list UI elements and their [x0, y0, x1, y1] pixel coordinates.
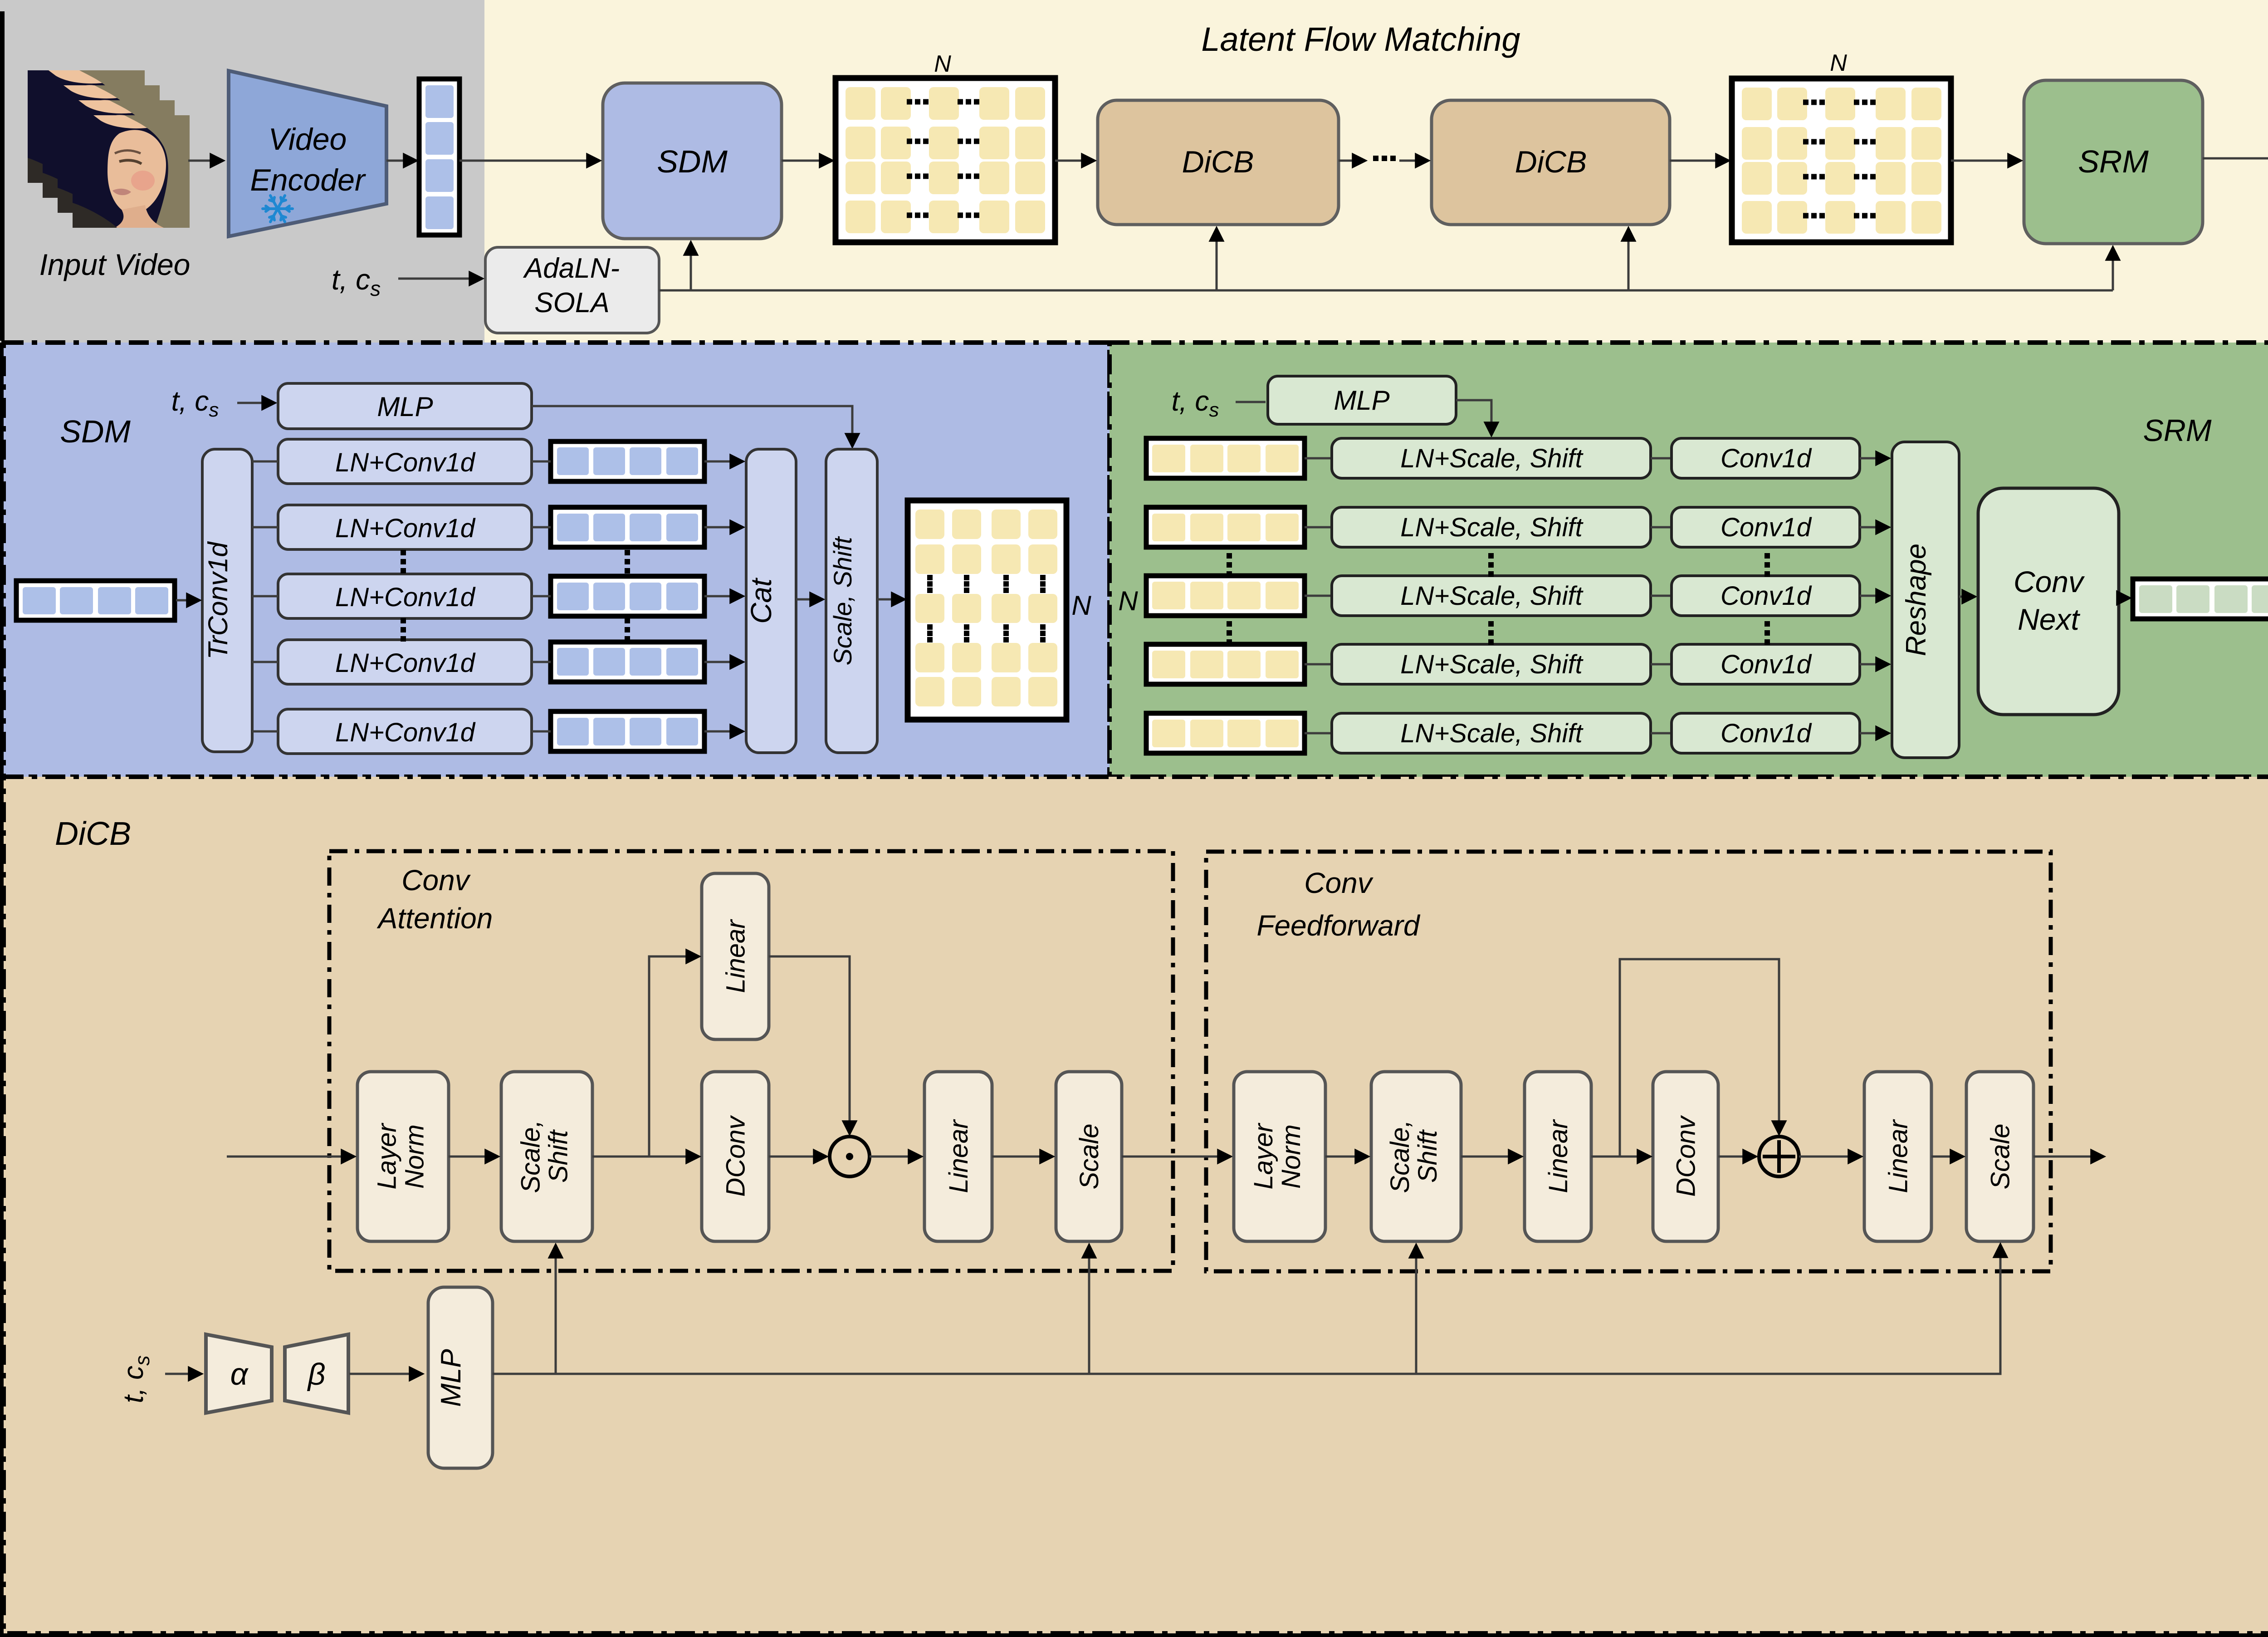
svg-text:SRM: SRM [2078, 144, 2149, 179]
svg-text:LN+Scale, Shift: LN+Scale, Shift [1400, 719, 1584, 748]
svg-text:Conv1d: Conv1d [1721, 513, 1812, 542]
svg-text:Scale: Scale [1075, 1123, 1104, 1189]
svg-text:Shift: Shift [1413, 1129, 1442, 1183]
svg-text:LN+Conv1d: LN+Conv1d [335, 514, 476, 543]
svg-text:DConv: DConv [1671, 1115, 1701, 1196]
svg-text:LN+Conv1d: LN+Conv1d [335, 583, 476, 612]
svg-text:Conv1d: Conv1d [1721, 444, 1812, 473]
svg-text:TrConv1d: TrConv1d [203, 541, 233, 660]
svg-text:Cat: Cat [745, 578, 777, 624]
svg-text:Attention: Attention [376, 902, 493, 935]
svg-text:SRM: SRM [2143, 413, 2211, 448]
svg-text:Next: Next [2018, 603, 2080, 636]
svg-text:α: α [230, 1357, 249, 1392]
svg-text:Linear: Linear [1883, 1119, 1913, 1193]
svg-text:Scale, Shift: Scale, Shift [828, 536, 857, 666]
svg-text:Conv: Conv [401, 864, 471, 897]
svg-text:DiCB: DiCB [55, 816, 131, 852]
svg-text:Reshape: Reshape [1901, 544, 1932, 656]
svg-text:LN+Scale, Shift: LN+Scale, Shift [1400, 650, 1584, 679]
svg-text:AdaLN-: AdaLN- [523, 253, 620, 284]
svg-text:SDM: SDM [60, 414, 131, 449]
svg-text:Latent Flow Matching: Latent Flow Matching [1201, 20, 1520, 58]
svg-text:LN+Conv1d: LN+Conv1d [335, 648, 476, 678]
svg-text:β: β [307, 1357, 326, 1392]
svg-text:Conv1d: Conv1d [1721, 650, 1812, 679]
svg-text:Input Video: Input Video [39, 248, 191, 281]
svg-text:Conv1d: Conv1d [1721, 581, 1812, 611]
svg-text:Encoder: Encoder [250, 163, 366, 197]
svg-text:Scale: Scale [1985, 1123, 2015, 1189]
svg-text:Shift: Shift [544, 1129, 573, 1183]
svg-text:Linear: Linear [944, 1119, 973, 1193]
svg-text:Video: Video [269, 122, 347, 157]
svg-text:MLP: MLP [1334, 385, 1389, 416]
svg-text:Linear: Linear [1544, 1119, 1573, 1193]
svg-text:DiCB: DiCB [1515, 145, 1587, 179]
svg-text:SDM: SDM [657, 144, 728, 179]
svg-text:Conv: Conv [1304, 867, 1374, 899]
svg-text:t, cs: t, cs [1172, 386, 1219, 421]
svg-text:N: N [1830, 50, 1847, 76]
svg-text:Layer: Layer [1249, 1122, 1278, 1190]
svg-text:MLP: MLP [377, 392, 433, 422]
svg-text:DConv: DConv [721, 1115, 750, 1196]
svg-text:LN+Conv1d: LN+Conv1d [335, 718, 476, 747]
svg-text:Feedforward: Feedforward [1256, 909, 1421, 942]
svg-text:Scale,: Scale, [516, 1120, 545, 1193]
svg-text:Linear: Linear [721, 919, 750, 993]
svg-text:MLP: MLP [435, 1349, 467, 1407]
svg-text:LN+Conv1d: LN+Conv1d [335, 448, 476, 477]
svg-text:N: N [1118, 586, 1138, 616]
svg-text:LN+Scale, Shift: LN+Scale, Shift [1400, 513, 1584, 542]
svg-text:Layer: Layer [372, 1122, 401, 1190]
svg-text:N: N [934, 51, 951, 77]
svg-text:LN+Scale, Shift: LN+Scale, Shift [1400, 581, 1584, 611]
svg-text:SOLA: SOLA [534, 287, 609, 319]
svg-text:LN+Scale, Shift: LN+Scale, Shift [1400, 444, 1584, 473]
svg-text:Scale,: Scale, [1385, 1120, 1415, 1193]
svg-text:Norm: Norm [400, 1124, 430, 1189]
svg-text:Conv: Conv [2014, 565, 2085, 598]
svg-text:N: N [1071, 590, 1091, 621]
svg-text:DiCB: DiCB [1182, 145, 1254, 179]
svg-text:Norm: Norm [1276, 1124, 1306, 1189]
svg-text:Conv1d: Conv1d [1721, 719, 1812, 748]
